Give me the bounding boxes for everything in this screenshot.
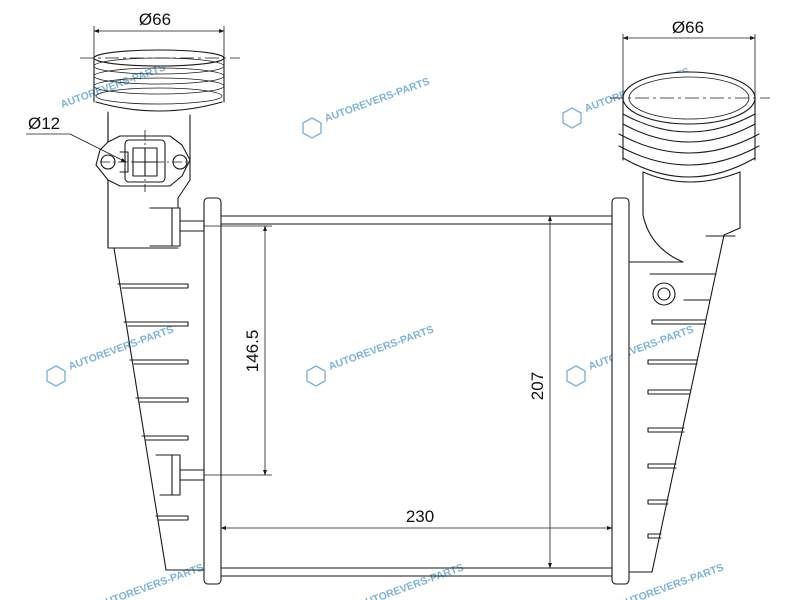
watermark-top-left: AUTOREVERS-PARTS	[59, 62, 167, 111]
watermark-logo-icon	[306, 365, 326, 387]
right-end-plate	[611, 197, 630, 585]
dimension-sensor-port: Ø12	[26, 114, 190, 192]
watermark-mid-left: AUTOREVERS-PARTS	[46, 324, 175, 387]
right-tank	[611, 171, 741, 585]
watermark-text: AUTOREVERS-PARTS	[357, 562, 465, 600]
dimension-core-width: 230	[220, 507, 613, 530]
watermark-text: AUTOREVERS-PARTS	[59, 62, 167, 111]
left-mount-pin-upper	[149, 207, 205, 247]
watermark-bottom-center: AUTOREVERS-PARTS	[357, 562, 465, 600]
right-outlet-pipe	[618, 71, 760, 183]
watermark-text: AUTOREVERS-PARTS	[67, 324, 175, 373]
core	[220, 215, 613, 577]
sensor-port-diameter-label: Ø12	[28, 114, 60, 133]
sensor-port	[95, 135, 191, 187]
left-inlet-diameter-label: Ø66	[139, 10, 171, 29]
right-outlet-diameter-label: Ø66	[672, 18, 704, 37]
watermark-logo-icon	[46, 365, 66, 387]
watermark-text: AUTOREVERS-PARTS	[327, 324, 435, 373]
dimension-right-outlet: Ø66	[610, 18, 770, 99]
watermark-text: AUTOREVERS-PARTS	[323, 76, 431, 125]
watermark-mid-right: AUTOREVERS-PARTS	[566, 324, 695, 387]
dimension-mount-spacing: 146.5	[204, 225, 272, 476]
watermark-bottom-right: AUTOREVERS-PARTS	[617, 562, 725, 600]
watermark-logo-icon	[566, 365, 586, 387]
left-tank	[107, 114, 222, 585]
left-mount-pin-lower	[155, 454, 205, 496]
mount-spacing-label: 146.5	[243, 330, 262, 373]
watermark-text: AUTOREVERS-PARTS	[617, 562, 725, 600]
watermark-bottom-left: AUTOREVERS-PARTS	[97, 562, 205, 600]
watermark-text: AUTOREVERS-PARTS	[587, 324, 695, 373]
core-width-label: 230	[406, 507, 434, 526]
left-end-plate	[203, 197, 222, 585]
watermark-text: AUTOREVERS-PARTS	[97, 562, 205, 600]
watermark-logo-icon	[562, 107, 582, 129]
dimension-core-height: 207	[528, 215, 552, 569]
left-tank-ribs	[117, 283, 189, 521]
dimension-left-inlet: Ø66	[93, 10, 225, 58]
watermark-mid-center: AUTOREVERS-PARTS	[306, 324, 435, 387]
core-height-label: 207	[528, 372, 547, 400]
watermark-logo-icon	[302, 117, 322, 139]
right-tank-ribs	[647, 273, 717, 539]
watermark-top-center: AUTOREVERS-PARTS	[302, 76, 431, 139]
